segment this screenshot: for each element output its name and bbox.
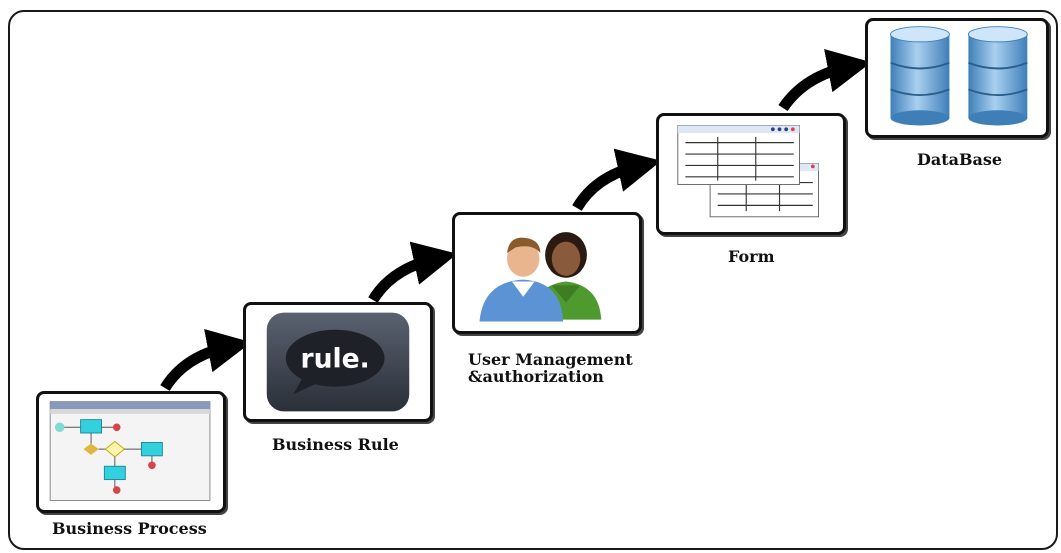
user-management-label-line1: User Management xyxy=(468,350,633,369)
user-management-box xyxy=(452,212,642,334)
form-box xyxy=(656,113,846,235)
business-process-box xyxy=(36,391,226,513)
user-management-label-line2: &authorization xyxy=(468,367,604,386)
business-process-label: Business Process xyxy=(52,519,207,538)
form-table-icon xyxy=(677,125,819,218)
rule-icon-text: rule. xyxy=(300,344,369,375)
form-label: Form xyxy=(728,247,775,266)
speech-bubble-icon: rule. xyxy=(266,312,410,412)
flowchart-icon xyxy=(49,401,211,501)
database-label: DataBase xyxy=(917,150,1003,169)
user-management-label: User Management &authorization xyxy=(468,351,633,385)
database-icon xyxy=(890,26,1028,126)
business-rule-label: Business Rule xyxy=(272,435,399,454)
users-icon xyxy=(479,232,602,322)
database-box xyxy=(865,18,1049,138)
business-rule-box: rule. xyxy=(243,302,433,422)
